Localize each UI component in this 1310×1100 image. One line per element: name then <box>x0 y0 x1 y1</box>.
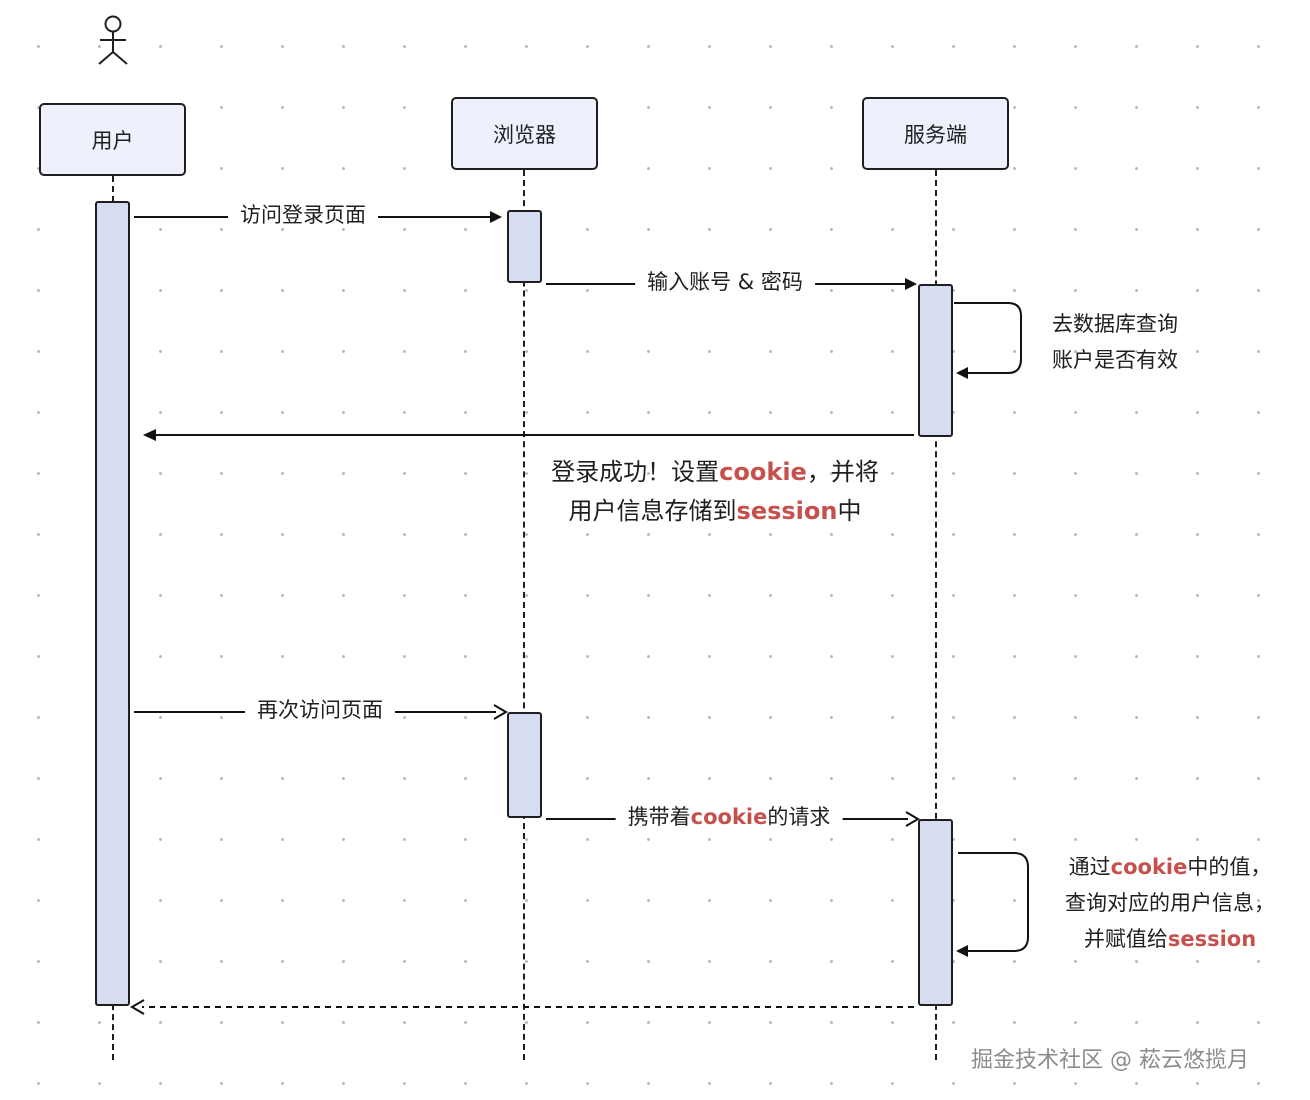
actor-stick-figure-icon <box>98 15 128 65</box>
activation-user <box>95 201 130 1006</box>
message-db-check: 去数据库查询 账户是否有效 <box>1052 306 1178 378</box>
request-text-a: 携带着 <box>627 805 691 829</box>
lookup-line-1: 通过cookie中的值， <box>1040 849 1300 885</box>
arrowhead-visit-login <box>490 211 502 223</box>
activation-browser-2 <box>507 712 542 818</box>
activation-browser-1 <box>507 210 542 283</box>
arrowhead-db-check <box>956 367 968 379</box>
activation-server-2 <box>918 819 953 1006</box>
message-visit-again: 再次访问页面 <box>245 698 395 724</box>
participant-server-label: 服务端 <box>904 122 967 147</box>
login-success-text-1a: 登录成功！设置 <box>551 458 720 486</box>
db-check-line-2: 账户是否有效 <box>1052 348 1178 372</box>
lifeline-browser <box>523 170 525 1060</box>
arrowhead-return-dashed <box>130 999 145 1015</box>
login-success-text-2c: 中 <box>837 497 862 525</box>
login-success-line-1: 登录成功！设置cookie，并将 <box>530 453 900 492</box>
message-request-cookie: 携带着cookie的请求 <box>615 805 843 831</box>
participant-user-label: 用户 <box>91 128 134 153</box>
arrow-lookup-loop <box>958 852 1029 952</box>
arrowhead-lookup <box>956 945 968 957</box>
login-success-cookie: cookie <box>719 458 807 486</box>
activation-server-1 <box>918 284 953 437</box>
request-cookie: cookie <box>690 805 768 829</box>
arrow-db-check-loop <box>954 302 1022 374</box>
login-success-session: session <box>736 497 838 525</box>
participant-server: 服务端 <box>862 97 1009 170</box>
lifeline-server <box>935 170 937 1060</box>
arrowhead-login-success <box>143 429 156 441</box>
participant-user: 用户 <box>39 103 186 176</box>
arrowhead-request-cookie <box>905 811 920 827</box>
message-lookup: 通过cookie中的值， 查询对应的用户信息， 并赋值给session <box>1040 849 1300 957</box>
participant-browser: 浏览器 <box>451 97 598 170</box>
login-success-line-2: 用户信息存储到session中 <box>530 492 900 531</box>
lookup-session: session <box>1167 927 1257 951</box>
request-text-c: 的请求 <box>767 805 831 829</box>
arrowhead-visit-again <box>493 704 508 720</box>
lookup-cookie: cookie <box>1110 855 1188 879</box>
watermark: 掘金技术社区 @ 菘云悠揽月 <box>971 1048 1249 1073</box>
message-visit-login: 访问登录页面 <box>228 203 378 229</box>
participant-browser-label: 浏览器 <box>493 122 556 147</box>
lookup-line-2: 查询对应的用户信息， <box>1065 891 1275 915</box>
lookup-text-1a: 通过 <box>1068 855 1111 879</box>
message-input-credentials: 输入账号 & 密码 <box>635 270 815 296</box>
lookup-text-1c: 中的值， <box>1187 855 1272 879</box>
arrowhead-input-credentials <box>905 278 917 290</box>
login-success-text-1c: ，并将 <box>806 458 879 486</box>
lookup-line-3: 并赋值给session <box>1040 921 1300 957</box>
login-success-text-2a: 用户信息存储到 <box>568 497 737 525</box>
message-login-success: 登录成功！设置cookie，并将 用户信息存储到session中 <box>530 453 900 531</box>
db-check-line-1: 去数据库查询 <box>1052 312 1178 336</box>
lookup-text-3a: 并赋值给 <box>1083 927 1168 951</box>
